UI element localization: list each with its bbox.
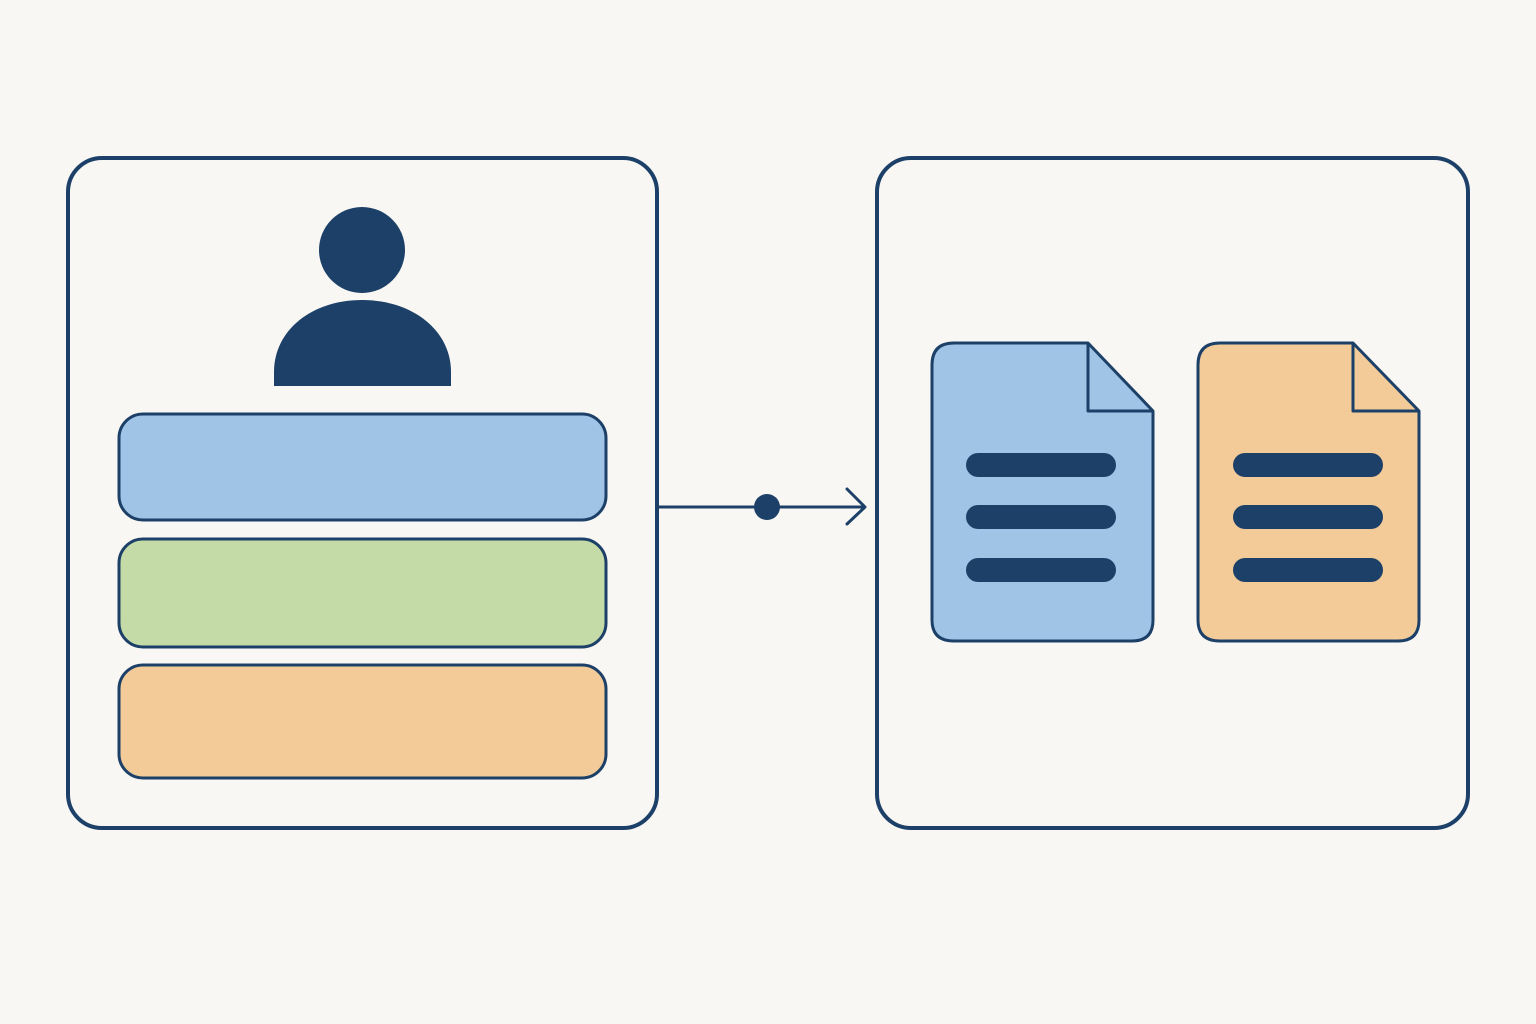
document-icon xyxy=(930,341,1155,643)
right-panel-frame xyxy=(875,156,1470,830)
connector-node xyxy=(754,494,780,520)
orange-document-fold xyxy=(1351,343,1419,413)
right-panel xyxy=(875,156,1470,830)
blue-document-text-lines xyxy=(966,453,1116,582)
orange-document-text-lines xyxy=(1233,453,1383,582)
blue-document-sheet xyxy=(930,341,1155,643)
orange-document-sheet xyxy=(1196,341,1421,643)
left-panel xyxy=(66,156,659,830)
blue-row xyxy=(117,412,608,522)
arrow-right-icon xyxy=(845,487,867,526)
connector-arrow xyxy=(657,487,867,526)
blue-document-fold xyxy=(1086,343,1153,413)
orange-row xyxy=(117,663,608,780)
green-row xyxy=(117,537,608,649)
document-icon xyxy=(1196,341,1421,643)
person-icon xyxy=(274,207,451,386)
